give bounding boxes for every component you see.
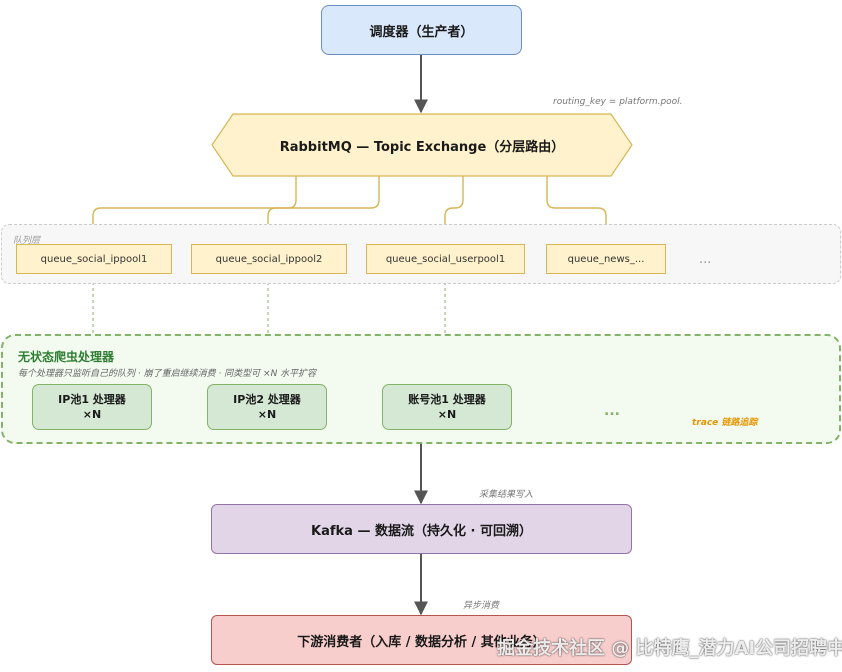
scheduler-node: 调度器（生产者） (321, 5, 522, 55)
consumer-label: 下游消费者（入库 / 数据分析 / 其他业务） (297, 634, 546, 650)
exchange-node: RabbitMQ — Topic Exchange（分层路由） (211, 113, 633, 177)
queue-box: queue_social_userpool1 (366, 244, 525, 274)
queue-more-ellipsis: ... (699, 252, 712, 267)
async-consume-note: 异步消费 (463, 601, 500, 611)
exchange-node-shape (211, 113, 633, 177)
queue-name: queue_news_... (567, 253, 645, 265)
processor-box: 账号池1 处理器 ×N (382, 384, 512, 430)
queue-box: queue_news_... (546, 244, 666, 274)
queue-box: queue_social_ippool2 (191, 244, 347, 274)
processor-multiplier: ×N (82, 408, 102, 421)
exchange-label: RabbitMQ — Topic Exchange（分层路由） (279, 139, 565, 155)
kafka-label: Kafka — 数据流（持久化 · 可回溯） (311, 523, 532, 539)
watermark-text: 掘金技术社区 @ 比特鹰_潜力AI公司招聘中 (497, 638, 842, 659)
processor-layer-title: 无状态爬虫处理器 (18, 350, 115, 364)
processor-box: IP池1 处理器 ×N (32, 384, 152, 430)
routing-key-note: routing_key = platform.pool. (553, 97, 683, 107)
processor-name: IP池1 处理器 (58, 393, 126, 406)
processor-multiplier: ×N (257, 408, 277, 421)
kafka-node: Kafka — 数据流（持久化 · 可回溯） (211, 504, 632, 554)
processor-box: IP池2 处理器 ×N (207, 384, 327, 430)
processor-layer-subtitle: 每个处理器只监听自己的队列 · 崩了重启继续消费 · 同类型可 ×N 水平扩容 (18, 369, 317, 379)
queue-layer-title: 队列层 (13, 236, 41, 246)
trace-note: trace 链路追踪 (692, 418, 758, 428)
collect-result-note: 采集结果写入 (479, 490, 534, 500)
processor-multiplier: ×N (437, 408, 457, 421)
queue-name: queue_social_ippool2 (215, 253, 323, 265)
queue-name: queue_social_userpool1 (385, 253, 506, 265)
consumer-node: 下游消费者（入库 / 数据分析 / 其他业务） (211, 615, 632, 665)
processor-name: IP池2 处理器 (233, 393, 301, 406)
scheduler-label: 调度器（生产者） (369, 24, 474, 40)
processor-more-ellipsis: ... (604, 403, 620, 419)
queue-box: queue_social_ippool1 (16, 244, 172, 274)
queue-name: queue_social_ippool1 (40, 253, 148, 265)
processor-name: 账号池1 处理器 (408, 393, 486, 406)
